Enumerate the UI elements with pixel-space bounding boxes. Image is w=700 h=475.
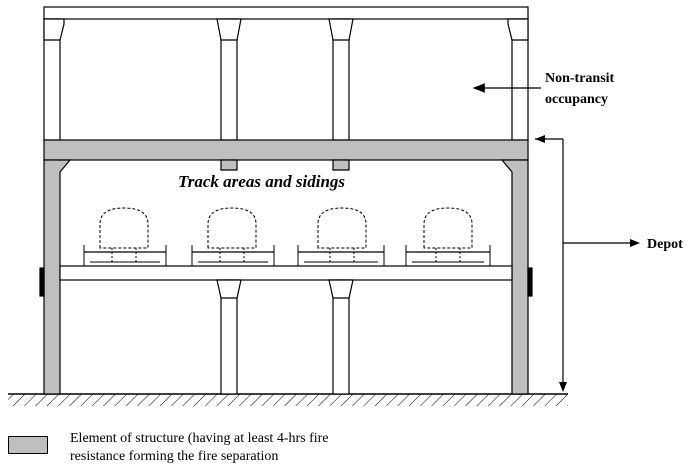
legend-swatch	[8, 436, 48, 454]
upper-building	[43, 6, 529, 141]
non-transit-label-line2: occupancy	[545, 92, 608, 107]
slab-downstand-1	[220, 159, 238, 171]
legend-line-1: Element of structure (having at least 4-…	[70, 431, 329, 446]
train-4	[405, 207, 491, 266]
ground	[8, 393, 568, 406]
fire-separation-structure	[43, 139, 529, 395]
depot-left-wall	[43, 159, 72, 395]
train-3	[297, 207, 385, 266]
transfer-slab	[43, 139, 529, 161]
legend-text: Element of structure (having at least 4-…	[70, 430, 550, 466]
slab-downstand-2	[332, 159, 350, 171]
train-1	[83, 207, 167, 266]
upper-haunch-left	[43, 18, 65, 41]
track-areas-label: Track areas and sidings	[178, 172, 345, 191]
train-2	[191, 207, 275, 266]
depot-right-wall	[500, 159, 529, 395]
legend-line-2: resistance forming the fire separation	[70, 449, 279, 464]
train-1-outline	[99, 207, 149, 249]
depot-bottom-arrowhead	[559, 382, 567, 392]
depot-pointer-arrowhead	[630, 239, 640, 247]
deck-right-bearing	[527, 267, 533, 297]
depot-extent-indicator	[535, 135, 640, 392]
upper-haunch-right	[507, 18, 529, 41]
upper-haunch-col1	[216, 18, 242, 41]
train-4-outline	[423, 207, 473, 249]
upper-roof-slab	[43, 6, 529, 20]
lower-haunch-col2	[328, 279, 354, 299]
depot-label: Depot	[647, 237, 683, 252]
depot-lower-structure	[39, 265, 533, 395]
lower-haunch-col1	[216, 279, 242, 299]
depot-deck-slab	[59, 265, 513, 281]
train-2-outline	[207, 207, 257, 249]
depot-top-arrowhead	[535, 135, 545, 143]
deck-left-bearing	[39, 267, 45, 297]
train-3-outline	[317, 207, 367, 249]
upper-haunch-col2	[328, 18, 354, 41]
non-transit-label-line1: Non-transit	[545, 71, 615, 86]
ground-hatch	[8, 394, 568, 406]
